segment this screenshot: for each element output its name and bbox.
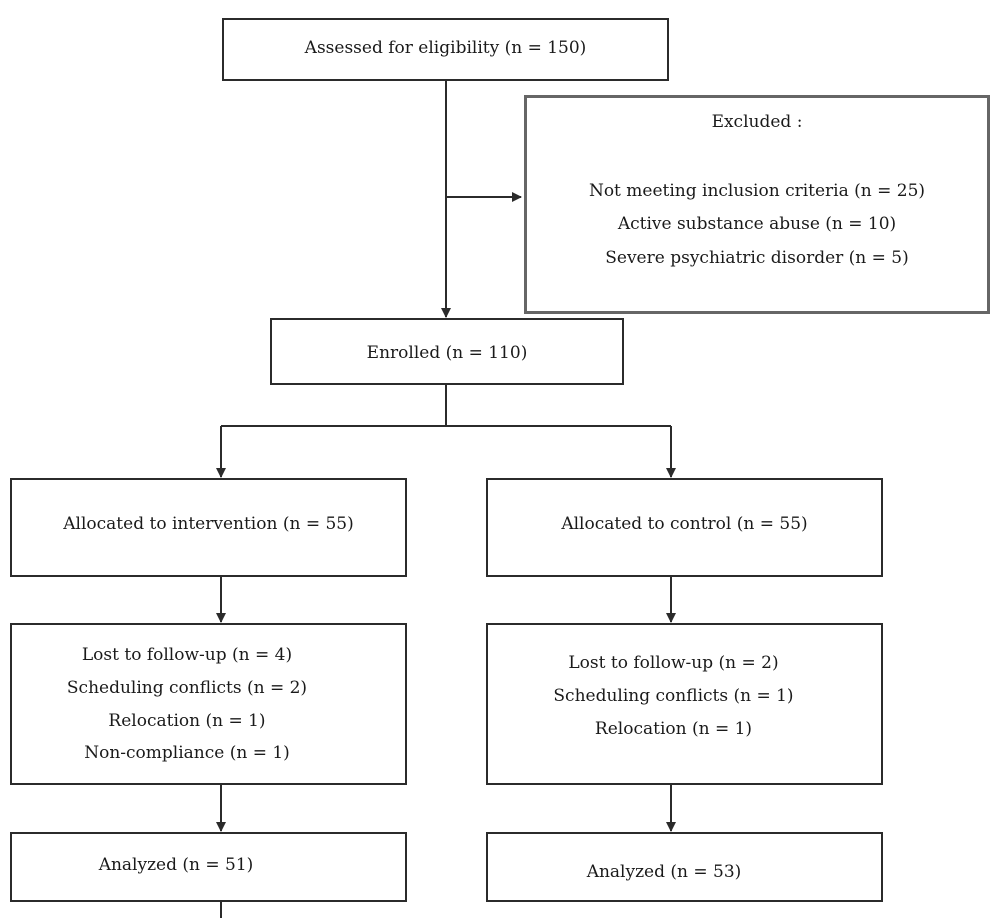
intervention-lost-box [10, 623, 407, 785]
excluded-reason: Severe psychiatric disorder (n = 5) [605, 248, 909, 268]
control-analyzed-label: Analyzed (n = 53) [586, 862, 742, 882]
intervention-lost-item: Lost to follow-up (n = 4) [81, 645, 293, 665]
enrolled-label: Enrolled (n = 110) [366, 343, 528, 363]
control-allocated-box [486, 478, 883, 577]
excluded-reason: Active substance abuse (n = 10) [617, 214, 897, 234]
enrolled-box [270, 318, 624, 385]
excluded-box [524, 95, 990, 314]
control-lost-box [486, 623, 883, 785]
intervention-lost-item: Scheduling conflicts (n = 2) [66, 678, 308, 698]
intervention-analyzed-label: Analyzed (n = 51) [98, 855, 254, 875]
control-allocated-label: Allocated to control (n = 55) [561, 514, 808, 534]
control-lost-item: Lost to follow-up (n = 2) [568, 653, 779, 673]
intervention-analyzed-box [10, 832, 407, 902]
excluded-title: Excluded : [711, 112, 803, 132]
intervention-allocated-box [10, 478, 407, 577]
control-analyzed-box [486, 832, 883, 902]
control-lost-item: Scheduling conflicts (n = 1) [553, 686, 794, 706]
control-lost-item: Relocation (n = 1) [594, 719, 753, 739]
intervention-lost-item: Non-compliance (n = 1) [84, 743, 290, 763]
intervention-allocated-label: Allocated to intervention (n = 55) [63, 514, 354, 534]
intervention-lost-item: Relocation (n = 1) [108, 711, 266, 731]
assessed-label: Assessed for eligibility (n = 150) [304, 38, 587, 58]
excluded-reason: Not meeting inclusion criteria (n = 25) [588, 181, 926, 201]
assessed-box [222, 18, 669, 81]
